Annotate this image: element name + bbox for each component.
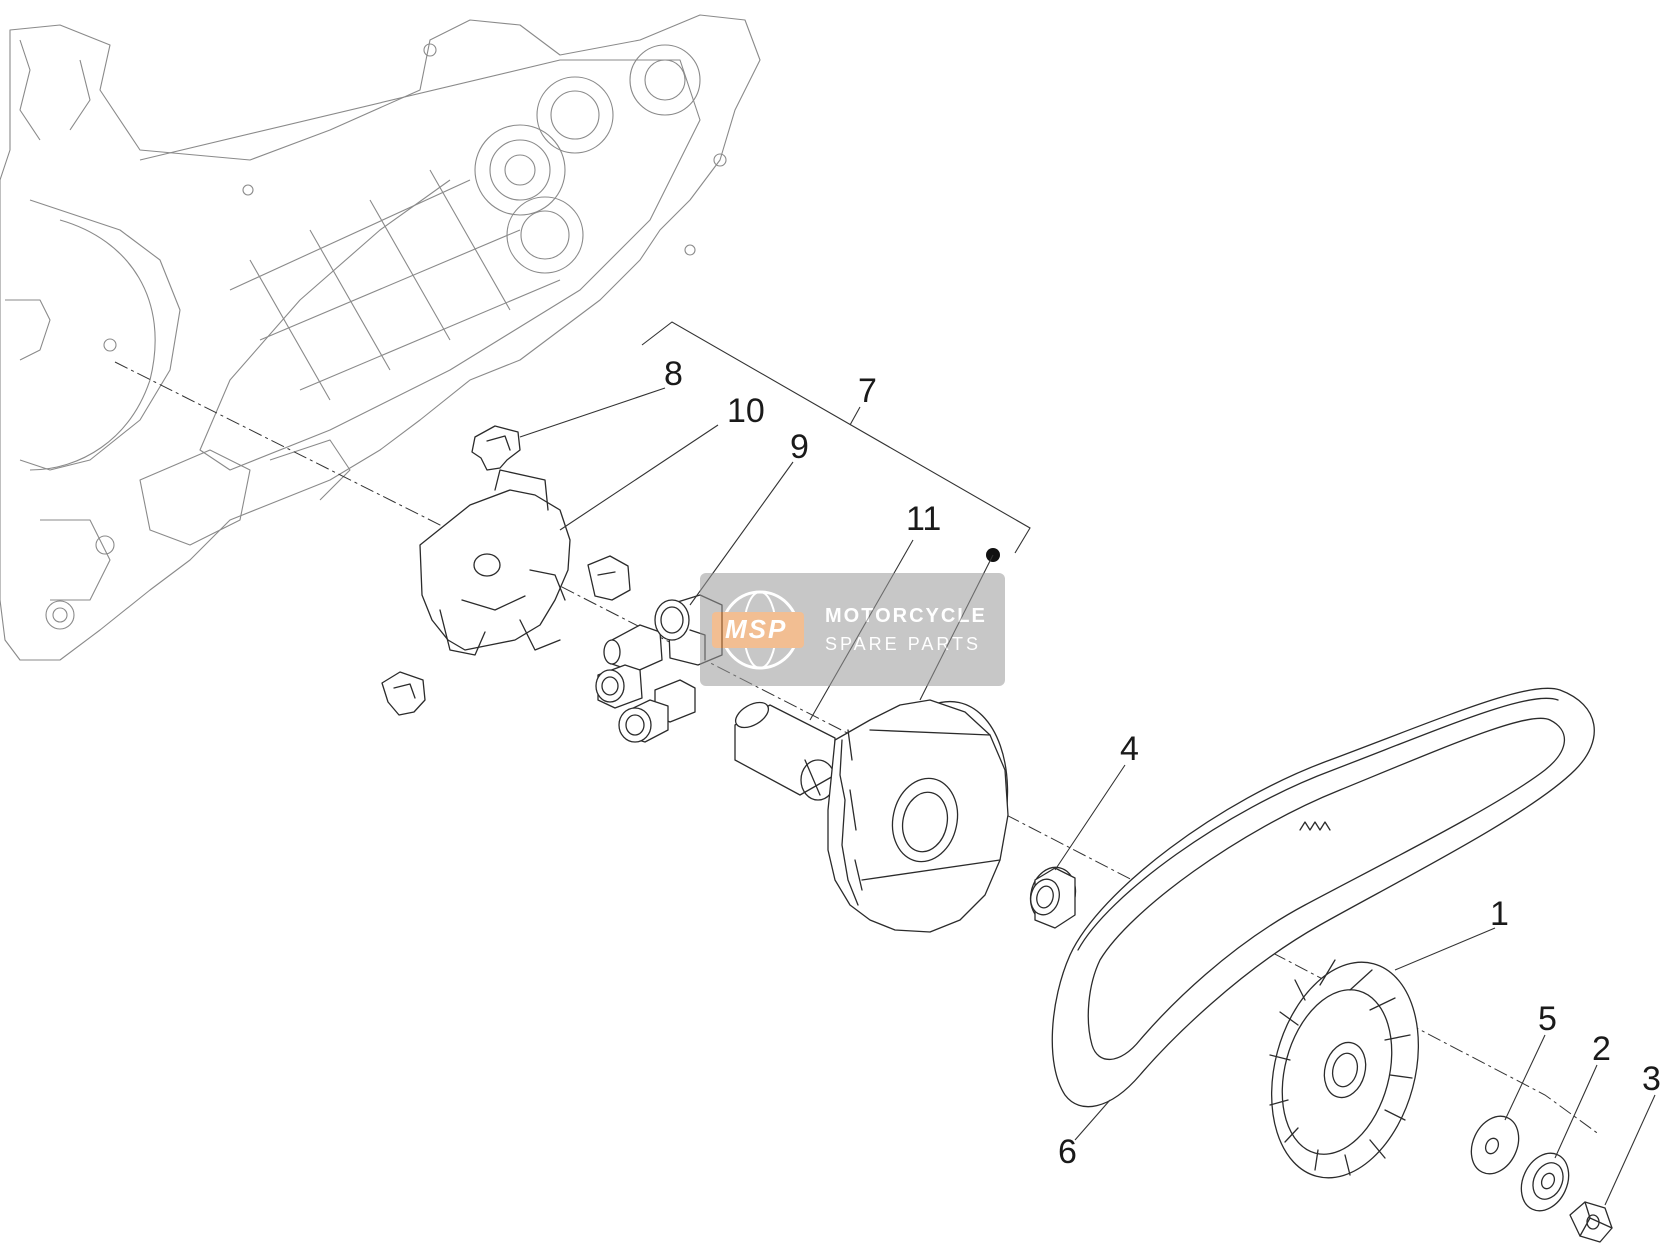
callout-3: 3 xyxy=(1642,1060,1661,1098)
watermark-logo: MSP xyxy=(725,614,787,644)
assembly-axis-line xyxy=(114,361,1601,1136)
callout-9: 9 xyxy=(790,428,809,466)
drive-belt xyxy=(1051,687,1595,1108)
crankcase-housing xyxy=(0,14,761,661)
sleeve xyxy=(734,701,836,801)
watermark-line1: MOTORCYCLE xyxy=(825,605,987,627)
callout-11: 11 xyxy=(906,500,941,538)
callout-8: 8 xyxy=(664,355,683,393)
slider-piece-middle xyxy=(587,555,631,601)
movable-pulley xyxy=(827,699,1009,933)
callout-5: 5 xyxy=(1538,1000,1557,1038)
watermark-line2: SPARE PARTS xyxy=(825,634,981,654)
flat-washer xyxy=(1470,1115,1520,1175)
spacer-ring xyxy=(1029,866,1077,929)
slider-piece-bottom xyxy=(381,671,426,716)
fixed-pulley xyxy=(1269,959,1420,1179)
callout-2: 2 xyxy=(1592,1030,1611,1068)
callout-4: 4 xyxy=(1120,730,1139,768)
hex-nut xyxy=(1569,1201,1613,1243)
roller-weights xyxy=(595,624,696,743)
slider-piece-top xyxy=(471,425,521,471)
conical-washer xyxy=(1520,1152,1570,1212)
callout-10: 10 xyxy=(727,392,765,430)
group-bracket xyxy=(641,321,1031,554)
callout-1: 1 xyxy=(1490,895,1509,933)
callout-7: 7 xyxy=(858,372,877,410)
watermark: MSP MOTORCYCLE SPARE PARTS xyxy=(700,573,1005,686)
ramp-plate xyxy=(419,469,571,656)
callout-6: 6 xyxy=(1058,1133,1077,1171)
